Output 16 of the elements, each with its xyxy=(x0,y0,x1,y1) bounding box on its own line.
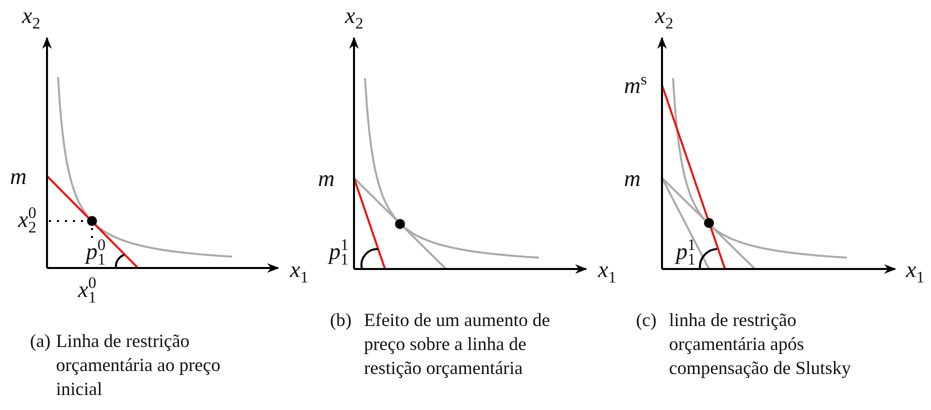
figure-caption: linha de restrição orçamentária após compensação de Slutsky xyxy=(669,310,852,381)
axis-label: m$^{s}$ xyxy=(624,74,647,97)
figure-caption: Linha de restrição orçamentária ao preço inicial xyxy=(56,331,222,402)
axis-label: x$_{1}$ xyxy=(598,258,616,281)
figure-caption: Efeito de um aumento de preço sobre a linha de restição orçamentária xyxy=(364,310,551,381)
axis-label: m xyxy=(318,167,335,190)
axis-label: m xyxy=(624,167,641,190)
figure-caption: (a) xyxy=(30,331,51,354)
axis-label: x$_{2}$ xyxy=(655,4,674,27)
axis-label: x$_{1}$ xyxy=(906,258,924,281)
axis-label: m xyxy=(10,165,27,188)
axis-label: x$_{1}$ xyxy=(290,258,308,281)
axis-label: x$_{2}$ xyxy=(22,4,40,27)
figure-caption: (c) xyxy=(636,310,657,333)
axis-label: x$_{2}$ xyxy=(345,4,364,27)
figure-caption: (b) xyxy=(330,310,352,333)
